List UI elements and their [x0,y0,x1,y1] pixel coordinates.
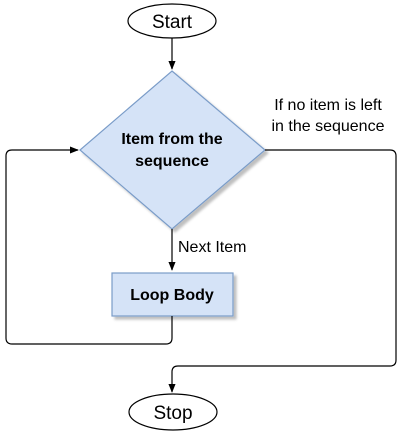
start-label: Start [152,12,193,33]
loop-back-edge [5,146,173,345]
decision-label-line1: Item from the [121,131,222,148]
decision-label-line2: sequence [135,153,209,170]
loop-body-box [111,272,234,317]
loop-body-label: Loop Body [130,287,214,304]
next-item-label: Next Item [178,239,246,256]
exit-edge [168,149,397,393]
decision-diamond [79,70,266,230]
stop-terminal [128,393,218,431]
stop-label: Stop [153,403,192,424]
exit-label-line1: If no item is left [274,97,382,114]
exit-label-line2: in the sequence [272,118,385,135]
